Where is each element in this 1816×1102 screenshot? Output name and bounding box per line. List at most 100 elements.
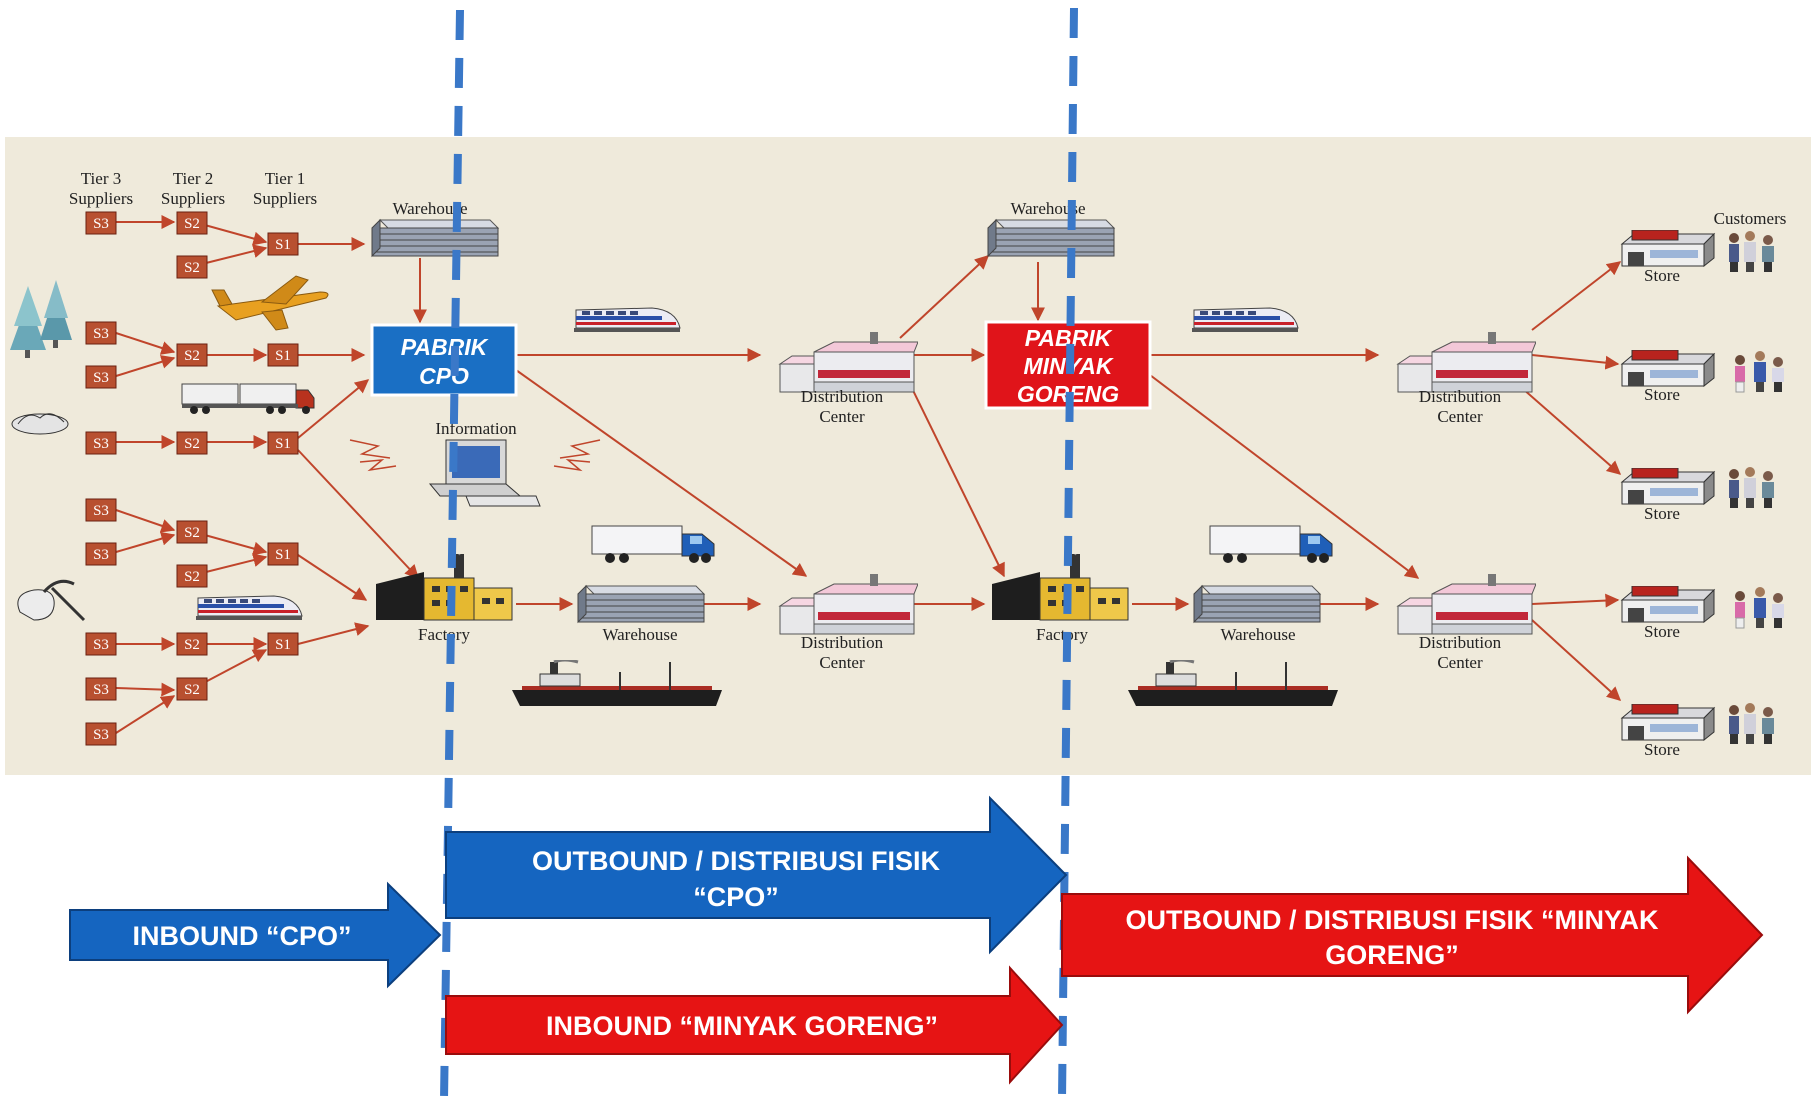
supplier-s3: S3: [85, 542, 117, 566]
svg-text:S3: S3: [93, 216, 109, 232]
phase-divider-right: [1058, 7, 1078, 1101]
tier-headers: Tier 3 Suppliers Tier 2 Suppliers Tier 1…: [69, 169, 317, 208]
svg-text:S2: S2: [184, 682, 200, 698]
store-label: Store: [1644, 622, 1680, 641]
svg-text:S3: S3: [93, 370, 109, 386]
pabrik-cpo-line1: PABRIK: [401, 334, 489, 360]
pickaxe-icon: [17, 579, 86, 622]
svg-text:S1: S1: [275, 637, 291, 653]
svg-text:S3: S3: [93, 727, 109, 743]
warehouse-icon: [987, 219, 1115, 257]
outbound-cpo-line1: OUTBOUND / DISTRIBUSI FISIK: [532, 846, 941, 876]
people-icon: [1729, 231, 1774, 272]
svg-text:S2: S2: [184, 525, 200, 541]
warehouse-label: Warehouse: [392, 199, 467, 218]
distribution-label: Distribution: [1419, 387, 1502, 406]
tier1-label: Tier 1: [265, 169, 305, 188]
svg-text:S1: S1: [275, 348, 291, 364]
svg-text:S3: S3: [93, 326, 109, 342]
distribution-label: Distribution: [1419, 633, 1502, 652]
warehouse-icon: [371, 219, 499, 257]
outbound-cpo-arrow: OUTBOUND / DISTRIBUSI FISIK “CPO”: [445, 795, 1068, 955]
svg-text:S3: S3: [93, 637, 109, 653]
warehouse-label: Warehouse: [1220, 625, 1295, 644]
information-label: Information: [435, 419, 517, 438]
computer-icon: [349, 439, 601, 507]
warehouse-label: Warehouse: [1010, 199, 1085, 218]
outbound-minyak-goreng-arrow: OUTBOUND / DISTRIBUSI FISIK “MINYAK GORE…: [1061, 855, 1764, 1015]
factory-label: Factory: [418, 625, 470, 644]
svg-text:S1: S1: [275, 547, 291, 563]
svg-text:S3: S3: [93, 682, 109, 698]
svg-text:S2: S2: [184, 436, 200, 452]
center-label: Center: [1437, 407, 1483, 426]
distribution-label: Distribution: [801, 633, 884, 652]
outbound-cpo-line2: “CPO”: [693, 882, 779, 912]
svg-text:S1: S1: [275, 436, 291, 452]
svg-text:S2: S2: [184, 216, 200, 232]
supplier-s3: S3: [85, 365, 117, 389]
supplier-s2: S2: [176, 677, 208, 701]
svg-text:S1: S1: [275, 237, 291, 253]
distribution-label: Distribution: [801, 387, 884, 406]
train-icon: [573, 307, 681, 333]
store-icon: [1621, 586, 1715, 623]
svg-text:S2: S2: [184, 637, 200, 653]
tier3-label: Tier 3: [81, 169, 121, 188]
svg-text:S3: S3: [93, 547, 109, 563]
inbound-minyak-label: INBOUND “MINYAK GORENG”: [546, 1011, 938, 1041]
supplier-s2: S2: [176, 520, 208, 544]
svg-text:S3: S3: [93, 436, 109, 452]
supplier-s2: S2: [176, 564, 208, 588]
tier2-label: Tier 2: [173, 169, 213, 188]
supplier-s3: S3: [85, 321, 117, 345]
supplier-boxes: S3 S3 S3 S3 S3 S3 S3 S3 S3 S2 S2 S2 S2 S…: [85, 211, 299, 746]
store-label: Store: [1644, 266, 1680, 285]
outbound-minyak-line2: GORENG”: [1325, 940, 1459, 970]
supplier-s1: S1: [267, 542, 299, 566]
supplier-s3: S3: [85, 677, 117, 701]
store-icon: [1621, 230, 1715, 267]
supplier-s3: S3: [85, 431, 117, 455]
stores: Store Store Store Store Store: [1621, 230, 1715, 759]
center-label: Center: [819, 653, 865, 672]
people-icon: [1729, 467, 1774, 508]
inbound-cpo-arrow: INBOUND “CPO”: [69, 881, 442, 989]
tier1-suppliers-label: Suppliers: [253, 189, 317, 208]
store-label: Store: [1644, 385, 1680, 404]
train-icon: [1191, 307, 1299, 333]
store-icon: [1621, 704, 1715, 741]
tier3-suppliers-label: Suppliers: [69, 189, 133, 208]
warehouse-icon: [577, 585, 705, 623]
inbound-minyak-goreng-arrow: INBOUND “MINYAK GORENG”: [445, 965, 1064, 1085]
supplier-s1: S1: [267, 232, 299, 256]
supplier-s1: S1: [267, 632, 299, 656]
tier2-suppliers-label: Suppliers: [161, 189, 225, 208]
store-icon: [1621, 468, 1715, 505]
supplier-s2: S2: [176, 255, 208, 279]
inbound-cpo-label: INBOUND “CPO”: [132, 921, 351, 951]
supplier-s2: S2: [176, 632, 208, 656]
outbound-minyak-line1: OUTBOUND / DISTRIBUSI FISIK “MINYAK: [1125, 905, 1659, 935]
supplier-s3: S3: [85, 722, 117, 746]
factory-label: Factory: [1036, 625, 1088, 644]
people-icon: [1729, 703, 1774, 744]
supplier-s3: S3: [85, 498, 117, 522]
warehouse-icon: [1193, 585, 1321, 623]
svg-text:S2: S2: [184, 348, 200, 364]
supplier-s3: S3: [85, 211, 117, 235]
rock-icon: [11, 413, 69, 435]
supplier-s1: S1: [267, 431, 299, 455]
supplier-s2: S2: [176, 431, 208, 455]
center-label: Center: [1437, 653, 1483, 672]
customers-label: Customers: [1714, 209, 1787, 228]
pabrik-cpo-box: PABRIK CPO: [370, 323, 518, 397]
pabrik-cpo-line2: CPO: [419, 363, 469, 389]
supplier-s2: S2: [176, 343, 208, 367]
supplier-s3: S3: [85, 632, 117, 656]
warehouse-label: Warehouse: [602, 625, 677, 644]
svg-text:S2: S2: [184, 569, 200, 585]
airplane-icon: [211, 275, 329, 331]
store-label: Store: [1644, 504, 1680, 523]
store-icon: [1621, 350, 1715, 387]
